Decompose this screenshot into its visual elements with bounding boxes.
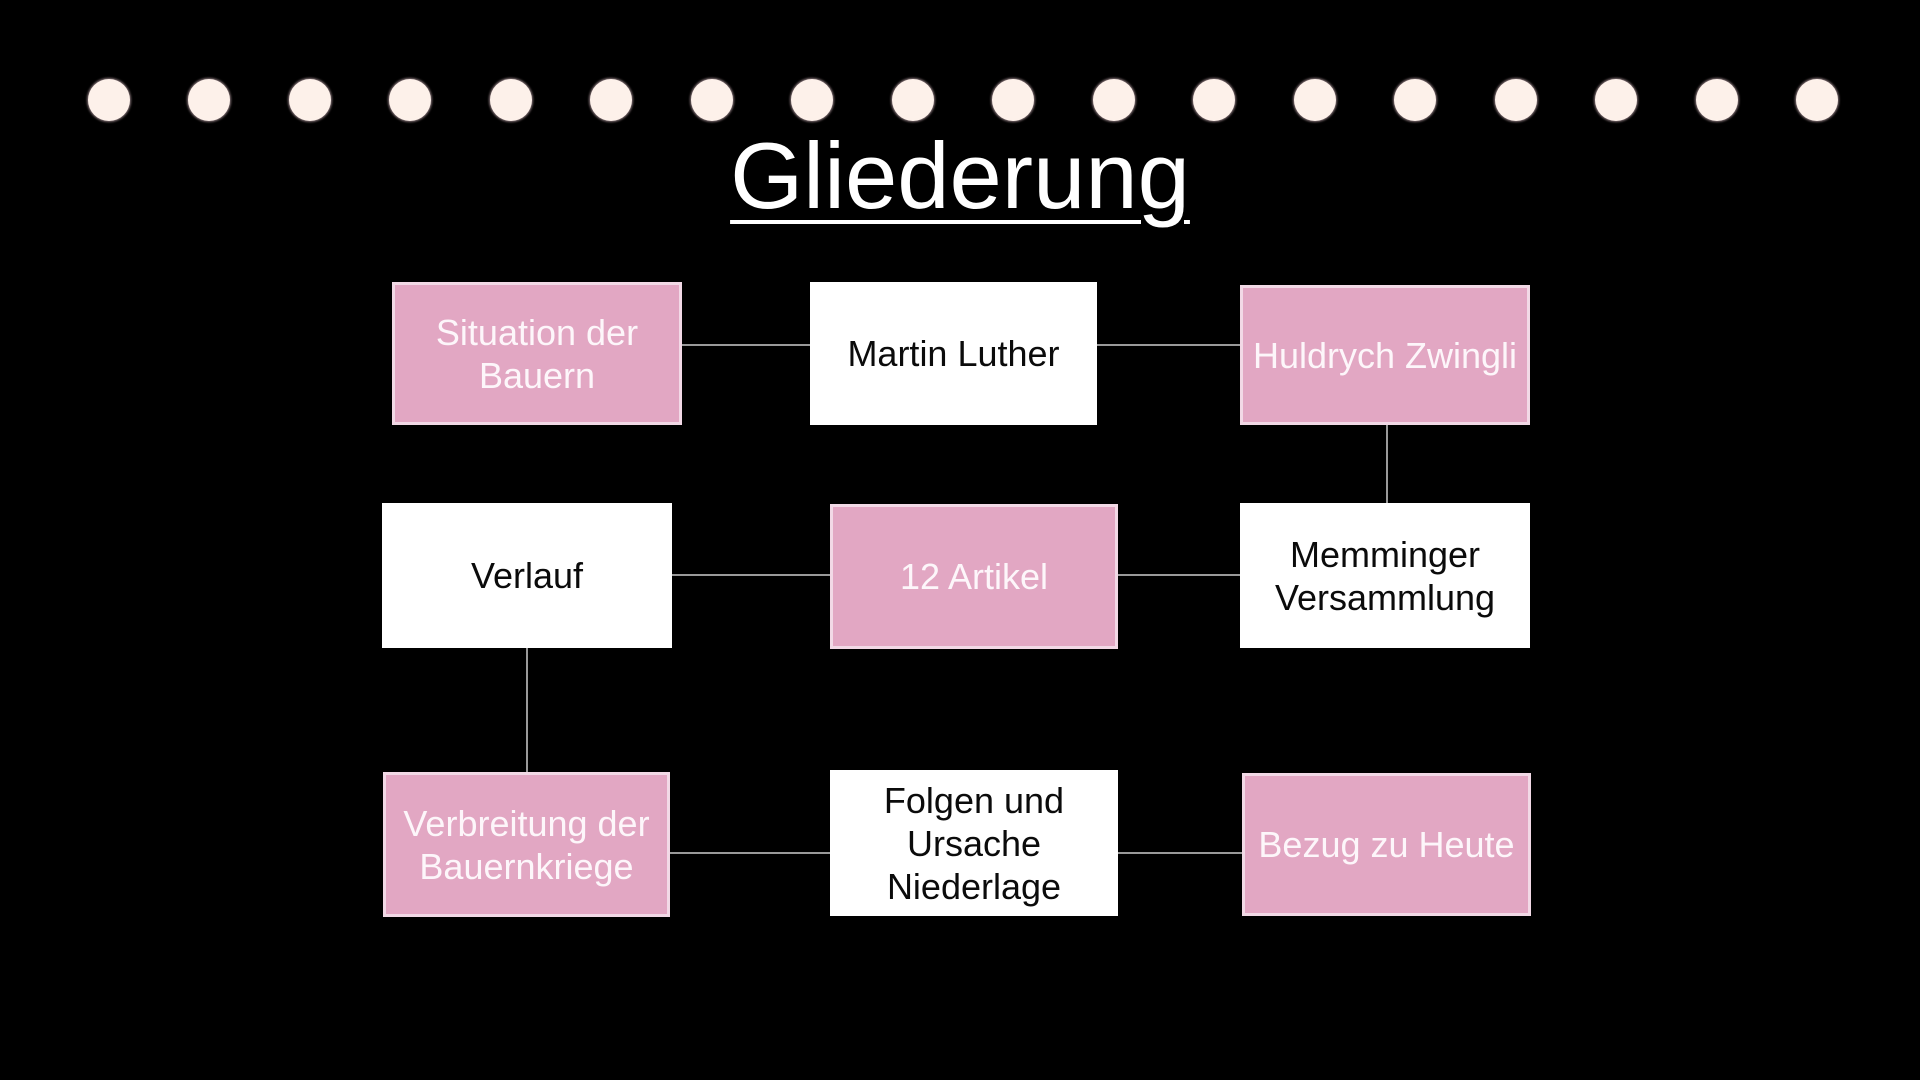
connector-12-artikel-memminger-versammlung (1118, 574, 1240, 576)
connector-verlauf-12-artikel (672, 574, 830, 576)
dot-icon (1193, 79, 1236, 121)
slide-title: Gliederung (0, 122, 1920, 230)
dot-icon (992, 79, 1035, 121)
diagram-box-situation-der-bauern: Situation der Bauern (392, 282, 682, 425)
dot-icon (1092, 79, 1135, 121)
dot-icon (88, 79, 130, 121)
diagram-box-12-artikel: 12 Artikel (830, 504, 1118, 649)
connector-martin-luther-huldrych-zwingli (1097, 344, 1240, 346)
diagram-box-memminger-versammlung: Memminger Versammlung (1240, 503, 1530, 648)
dot-icon (590, 79, 633, 121)
dot-icon (1394, 79, 1437, 121)
dot-icon (690, 79, 733, 121)
dot-icon (891, 79, 934, 121)
decorative-dots (88, 79, 1838, 121)
diagram-box-verbreitung-der-bauernkriege: Verbreitung der Bauernkriege (383, 772, 670, 917)
dot-icon (489, 79, 532, 121)
box-label: Situation der Bauern (435, 311, 639, 396)
box-label: Folgen und Ursache Niederlage (883, 779, 1065, 907)
box-label: Verlauf (470, 555, 584, 596)
connector-folgen-bezug-zu-heute (1118, 852, 1242, 854)
box-label: Huldrych Zwingli (1252, 334, 1518, 376)
slide-title-text: Gliederung (730, 123, 1190, 228)
box-label: Memminger Versammlung (1274, 533, 1496, 618)
diagram-box-bezug-zu-heute: Bezug zu Heute (1242, 773, 1531, 916)
diagram-box-folgen-und-ursache-niederlage: Folgen und Ursache Niederlage (830, 770, 1118, 916)
connector-situation-martin-luther (680, 344, 810, 346)
box-label: 12 Artikel (899, 556, 1049, 597)
dot-icon (389, 79, 432, 121)
box-label: Martin Luther (847, 333, 1060, 374)
dot-icon (1595, 79, 1638, 121)
dot-icon (1695, 79, 1738, 121)
dot-icon (288, 79, 331, 121)
connector-verbreitung-folgen (670, 852, 830, 854)
box-label: Verbreitung der Bauernkriege (403, 802, 650, 887)
dot-icon (1494, 79, 1537, 121)
dot-icon (791, 79, 834, 121)
diagram-box-martin-luther: Martin Luther (810, 282, 1097, 425)
connector-huldrych-zwingli-memminger-versammlung (1386, 424, 1388, 503)
dot-icon (1293, 79, 1336, 121)
diagram-box-huldrych-zwingli: Huldrych Zwingli (1240, 285, 1530, 425)
dot-icon (1795, 79, 1838, 121)
dot-icon (188, 79, 231, 121)
box-label: Bezug zu Heute (1258, 824, 1515, 865)
diagram-box-verlauf: Verlauf (382, 503, 672, 648)
connector-verlauf-verbreitung (526, 648, 528, 772)
